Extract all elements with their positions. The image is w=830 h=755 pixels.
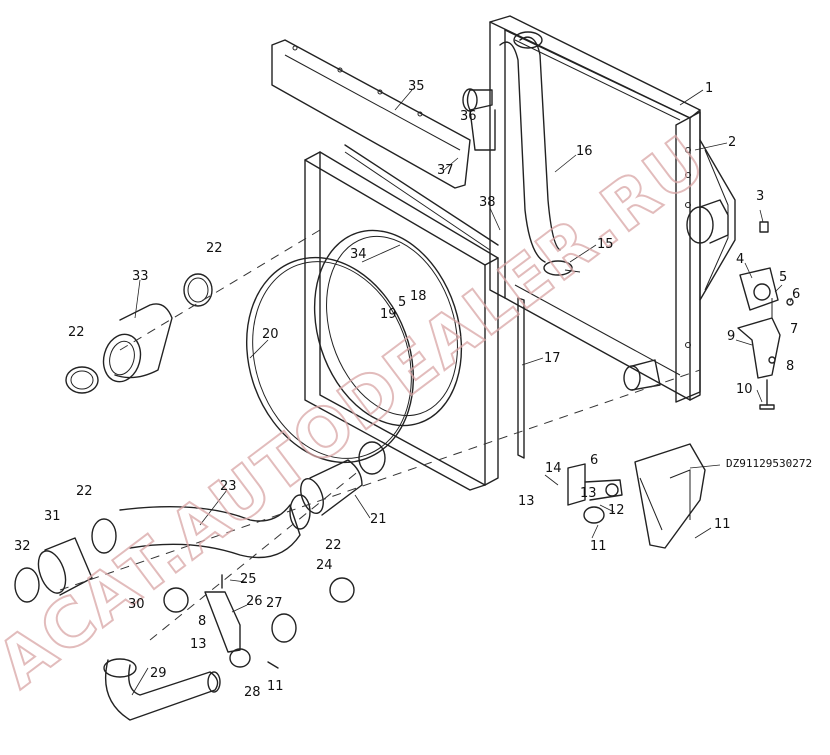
- centre-line-bottom: [149, 469, 361, 641]
- label-3: 3: [756, 189, 764, 204]
- label-17: 17: [544, 351, 561, 366]
- part-code-label: DZ91129530272: [726, 457, 812, 470]
- label-14: 14: [545, 461, 562, 476]
- label-22-top: 22: [206, 241, 223, 256]
- label-23: 23: [220, 479, 237, 494]
- label-18: 18: [410, 289, 427, 304]
- label-13-c: 13: [190, 637, 207, 652]
- mount-bracket-right: [737, 221, 794, 410]
- label-12: 12: [608, 503, 625, 518]
- leader-lines: [131, 89, 793, 696]
- label-22-mid: 22: [76, 484, 93, 499]
- label-29: 29: [150, 666, 167, 681]
- bracket-26: [204, 574, 279, 669]
- mount-bracket-dz: [567, 443, 706, 549]
- top-cover-plate: [271, 39, 471, 189]
- label-22-left: 22: [68, 325, 85, 340]
- label-4: 4: [736, 252, 744, 267]
- clamp-right-mid: [358, 441, 386, 475]
- label-35: 35: [408, 79, 425, 94]
- label-13-b: 13: [580, 486, 597, 501]
- clamp-22-mid: [289, 494, 311, 530]
- label-13-a: 13: [518, 494, 535, 509]
- fan-shroud: [304, 144, 499, 491]
- label-30: 30: [128, 597, 145, 612]
- label-2: 2: [728, 135, 736, 150]
- label-6: 6: [792, 287, 800, 302]
- watermark-text: ACAT.AUTODEALER.RU: [0, 121, 720, 703]
- label-38: 38: [479, 195, 496, 210]
- label-31: 31: [44, 509, 61, 524]
- pipe-33: [102, 303, 173, 383]
- label-5-mid: 5: [398, 295, 406, 310]
- clamp-22-upper: [183, 273, 213, 307]
- label-11-mid: 11: [590, 539, 607, 554]
- clamp-32: [14, 567, 40, 603]
- label-34: 34: [350, 247, 367, 262]
- pipe-29: [103, 658, 221, 721]
- centre-line-lower: [59, 369, 701, 591]
- centre-line-upper: [119, 229, 321, 351]
- label-33: 33: [132, 269, 149, 284]
- pipe-31: [37, 537, 93, 596]
- label-37: 37: [437, 163, 454, 178]
- label-11-right: 11: [714, 517, 731, 532]
- label-20: 20: [262, 327, 279, 342]
- label-8-bottom: 8: [198, 614, 206, 629]
- fan-ring-inner: [252, 261, 412, 459]
- label-7: 7: [790, 322, 798, 337]
- radiator-assembly: [462, 15, 736, 459]
- label-21: 21: [370, 512, 387, 527]
- clamp-27: [271, 613, 297, 643]
- label-24: 24: [316, 558, 333, 573]
- label-26: 26: [246, 594, 263, 609]
- label-5: 5: [779, 270, 787, 285]
- label-11-bottom: 11: [267, 679, 284, 694]
- label-1: 1: [705, 81, 713, 96]
- hose-21: [300, 459, 363, 516]
- label-22-right: 22: [325, 538, 342, 553]
- label-15: 15: [597, 237, 614, 252]
- label-25: 25: [240, 572, 257, 587]
- label-19: 19: [380, 307, 397, 322]
- clamp-30: [163, 587, 189, 613]
- hose-23: [119, 504, 301, 559]
- label-36: 36: [460, 109, 477, 124]
- label-6-mid: 6: [590, 453, 598, 468]
- clamp-22-left: [65, 366, 99, 394]
- label-9: 9: [727, 329, 735, 344]
- clamp-22-lower: [91, 518, 117, 554]
- label-27: 27: [266, 596, 283, 611]
- clamp-24: [329, 577, 355, 603]
- label-16: 16: [576, 144, 593, 159]
- label-10: 10: [736, 382, 753, 397]
- label-32: 32: [14, 539, 31, 554]
- fan-ring: [245, 256, 415, 464]
- label-28: 28: [244, 685, 261, 700]
- label-8: 8: [786, 359, 794, 374]
